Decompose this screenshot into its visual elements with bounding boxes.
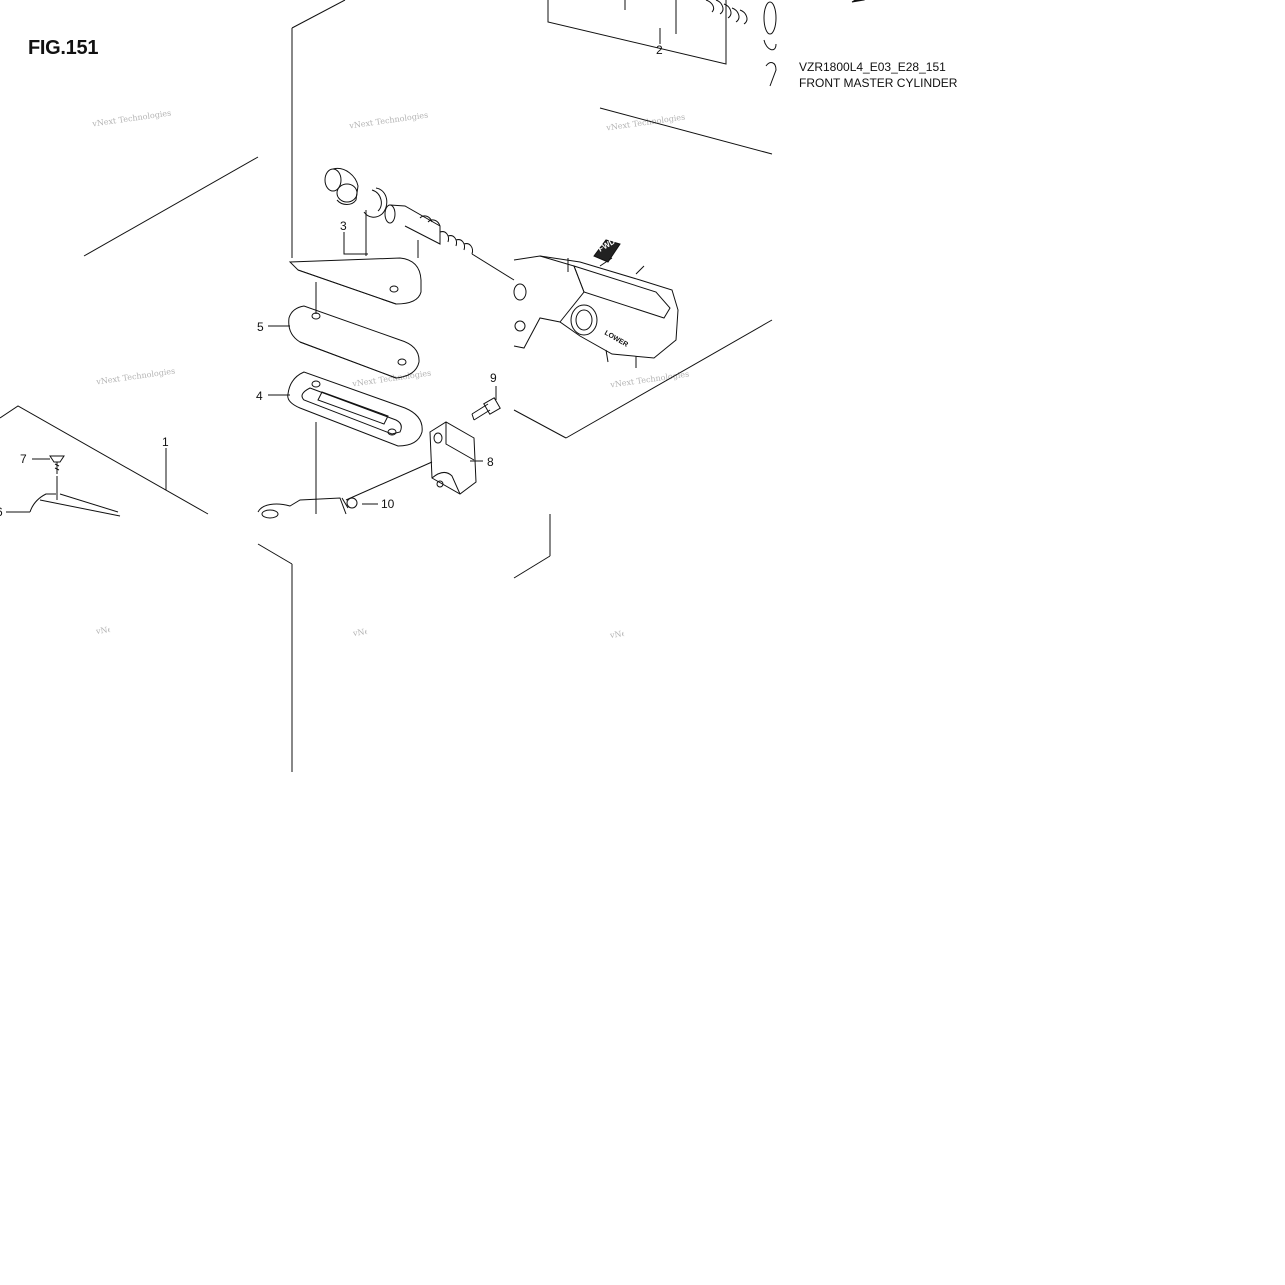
tile-top-middle [257,0,515,519]
figure-meta: VZR1800L4_E03_E28_151 FRONT MASTER CYLIN… [799,59,957,91]
tile-top-left [83,156,259,257]
callout-4: 4 [256,389,263,403]
master-cylinder-reservoir [257,497,347,519]
callout-6: 6 [0,505,3,519]
callout-10: 10 [381,497,395,511]
callout-2: 2 [656,43,663,57]
lower-text: LOWER [603,330,629,349]
holder-bolt [471,397,501,421]
figure-title: FRONT MASTER CYLINDER [799,76,958,90]
callout-labels: 1 2 3 4 5 6 7 8 9 10 [0,43,663,519]
callout-5: 5 [257,320,264,334]
callout-9: 9 [490,371,497,385]
callout-8: 8 [487,455,494,469]
diaphragm [287,371,423,447]
fwd-arrow-marking [593,239,621,263]
cap-screw [49,455,65,474]
callout-3: 3 [340,219,347,233]
tile-top-right [513,0,865,439]
tile-middle-left [0,405,209,517]
model-code: VZR1800L4_E03_E28_151 [799,60,946,74]
diaphragm-plate [288,305,420,379]
master-cylinder-body [513,255,679,368]
piston-boot [324,167,359,205]
small-screw [341,497,358,509]
circlip [363,187,388,218]
figure-number: FIG.151 [28,37,99,59]
callout-1: 1 [162,435,169,449]
tile-bottom [257,514,551,772]
reservoir-cap [288,257,422,305]
callout-7: 7 [20,452,27,466]
piston-assembly [384,204,515,281]
master-cylinder-holder [429,421,477,495]
